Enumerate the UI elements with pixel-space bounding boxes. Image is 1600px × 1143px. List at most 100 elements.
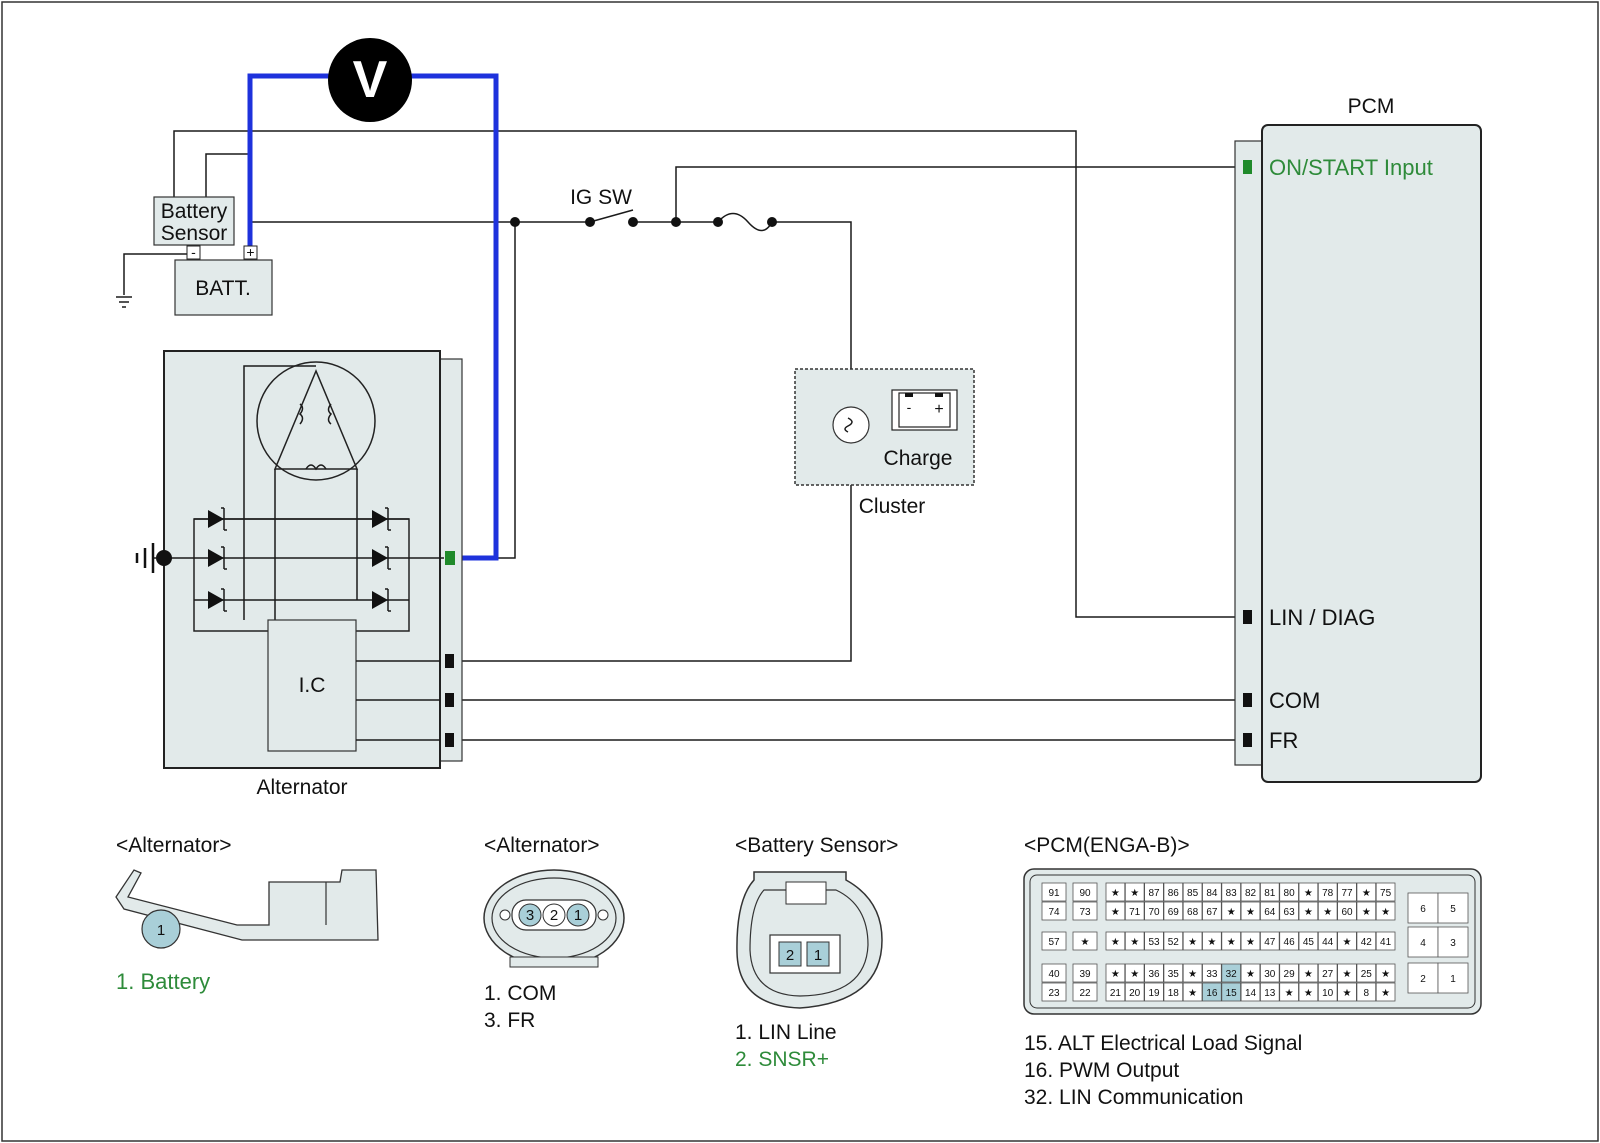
pcm-pin-cell xyxy=(1124,882,1145,902)
pcm-pin-number: 21 xyxy=(1110,988,1122,999)
pcm-pin-cell xyxy=(1260,882,1280,902)
pcm-pin-number: 3 xyxy=(1450,938,1456,949)
pcm-pin-cell xyxy=(1375,963,1396,983)
pcm-pin-cell xyxy=(1279,882,1299,902)
pcm-pin-number: 29 xyxy=(1284,969,1296,980)
pcm-pin-cell xyxy=(1407,962,1439,994)
pcm-pin-star: ★ xyxy=(1323,907,1332,918)
pcm-pin-star: ★ xyxy=(1227,937,1236,948)
pcm-pin-cell xyxy=(1202,963,1222,983)
pcm-pin-cell xyxy=(1279,963,1299,983)
pcm-pin-number: 19 xyxy=(1148,988,1160,999)
pcm-pin-cell xyxy=(1221,931,1242,951)
pcm-on-start-label: ON/START Input xyxy=(1269,155,1433,180)
pcm-pin-cell xyxy=(1298,901,1319,921)
pcm-pin-cell xyxy=(1182,982,1203,1002)
pcm-pin-number: 42 xyxy=(1361,937,1373,948)
pcm-pin-number: 86 xyxy=(1168,888,1180,899)
stator-circle xyxy=(256,361,376,481)
pcm-pin-number: 10 xyxy=(1322,988,1334,999)
ig-switch-blade xyxy=(589,209,634,223)
pcm-pin-cell xyxy=(1407,926,1439,958)
pcm-pin-cell xyxy=(1317,901,1338,921)
pcm-pin-cell xyxy=(1041,931,1067,951)
pcm-pin-star: ★ xyxy=(1111,888,1120,899)
connector-title: <PCM(ENGA-B)> xyxy=(1024,834,1190,857)
stator-coil xyxy=(305,464,327,471)
pcm-pin-cell xyxy=(1317,931,1338,951)
minus-label: - xyxy=(191,244,196,260)
pcm-pin-cell xyxy=(1221,963,1242,983)
fuse-contact xyxy=(767,217,777,227)
pcm-lin-diag-label: LIN / DIAG xyxy=(1269,605,1375,630)
pcm-pin-cell xyxy=(1337,901,1357,921)
alt-terminal-item-1: 1. Battery xyxy=(116,969,210,994)
pcm-pin-number: 68 xyxy=(1187,907,1199,918)
connector-battery-sensor: <Battery Sensor> 2 1 1. LIN Line 2. SNSR… xyxy=(735,834,898,1071)
pcm-pin-star: ★ xyxy=(1227,907,1236,918)
battery-box xyxy=(174,259,273,316)
pcm-pin-number: 18 xyxy=(1168,988,1180,999)
diode-icon xyxy=(372,510,388,528)
pin-2 xyxy=(542,903,566,927)
voltmeter-symbol: V xyxy=(353,51,388,109)
pcm-pin-number: 80 xyxy=(1284,888,1296,899)
pcm-pin-star: ★ xyxy=(1130,969,1139,980)
battery-sensor-label-line2: Sensor xyxy=(161,222,228,245)
pcm-pin-cell xyxy=(1163,963,1184,983)
locating-hole xyxy=(499,909,511,921)
pcm-pin-star: ★ xyxy=(1130,888,1139,899)
pcm-pin-number: 77 xyxy=(1341,888,1353,899)
pin-1 xyxy=(566,903,590,927)
pcm-pin-star: ★ xyxy=(1188,937,1197,948)
pcm-pin-cell xyxy=(1202,931,1222,951)
pcm-pin-star: ★ xyxy=(1304,907,1313,918)
cluster-lamp-wire xyxy=(452,221,852,662)
pcm-pin-number: 57 xyxy=(1048,937,1060,948)
pcm-pin-cell xyxy=(1298,982,1319,1002)
pcm-pin-cell xyxy=(1202,901,1222,921)
pcm-pin-cell xyxy=(1437,962,1469,994)
pcm-com-pin xyxy=(1243,693,1252,707)
on-start-wire xyxy=(675,166,1246,222)
junction-dot xyxy=(510,217,520,227)
terminal-pin-marker xyxy=(141,909,181,949)
plus-label: + xyxy=(246,244,254,260)
battery-plus-terminal xyxy=(243,245,258,260)
pcm-pin-number: 52 xyxy=(1168,937,1180,948)
pcm-pin-cell xyxy=(1072,931,1098,951)
pcm-pin-cell xyxy=(1260,963,1280,983)
connector-title: <Alternator> xyxy=(116,834,232,857)
battery-minus-terminal xyxy=(186,245,201,260)
pcm-pin-number: 36 xyxy=(1148,969,1160,980)
pcm-pin-cell xyxy=(1072,963,1098,983)
alternator-ground-point xyxy=(156,550,172,566)
charge-battery-icon: - + xyxy=(891,389,958,431)
pcm-pin-star: ★ xyxy=(1246,937,1255,948)
pin-3 xyxy=(518,903,542,927)
housing-latch xyxy=(785,881,827,905)
pcm-pin-cell xyxy=(1356,982,1377,1002)
pcm-pin-star: ★ xyxy=(1381,969,1390,980)
pcm-pin-cell xyxy=(1105,982,1126,1002)
pcm-pin-cell xyxy=(1182,931,1203,951)
pcm-pin-number: 70 xyxy=(1148,907,1160,918)
pcm-pin-number: 44 xyxy=(1322,937,1334,948)
pcm-pin-star: ★ xyxy=(1188,969,1197,980)
pcm-pin-cell xyxy=(1317,963,1338,983)
pcm-pin-number: 81 xyxy=(1264,888,1276,899)
alternator-b-terminal-pin xyxy=(445,551,455,565)
battery-sensor-box xyxy=(153,196,235,246)
pcm-item-1: 15. ALT Electrical Load Signal xyxy=(1024,1032,1302,1055)
battery-ground-wire xyxy=(123,253,193,295)
alternator-pin xyxy=(445,733,454,747)
pcm-pin-star: ★ xyxy=(1381,907,1390,918)
alternator-ground-icon xyxy=(135,543,156,573)
voltage-regulator-ic xyxy=(267,619,357,752)
pcm-pin-star: ★ xyxy=(1343,969,1352,980)
lin-diag-wire xyxy=(173,130,1246,618)
pcm-pin-cell xyxy=(1337,982,1357,1002)
pcm-pin-star: ★ xyxy=(1304,969,1313,980)
pcm-pin-cell xyxy=(1144,901,1164,921)
